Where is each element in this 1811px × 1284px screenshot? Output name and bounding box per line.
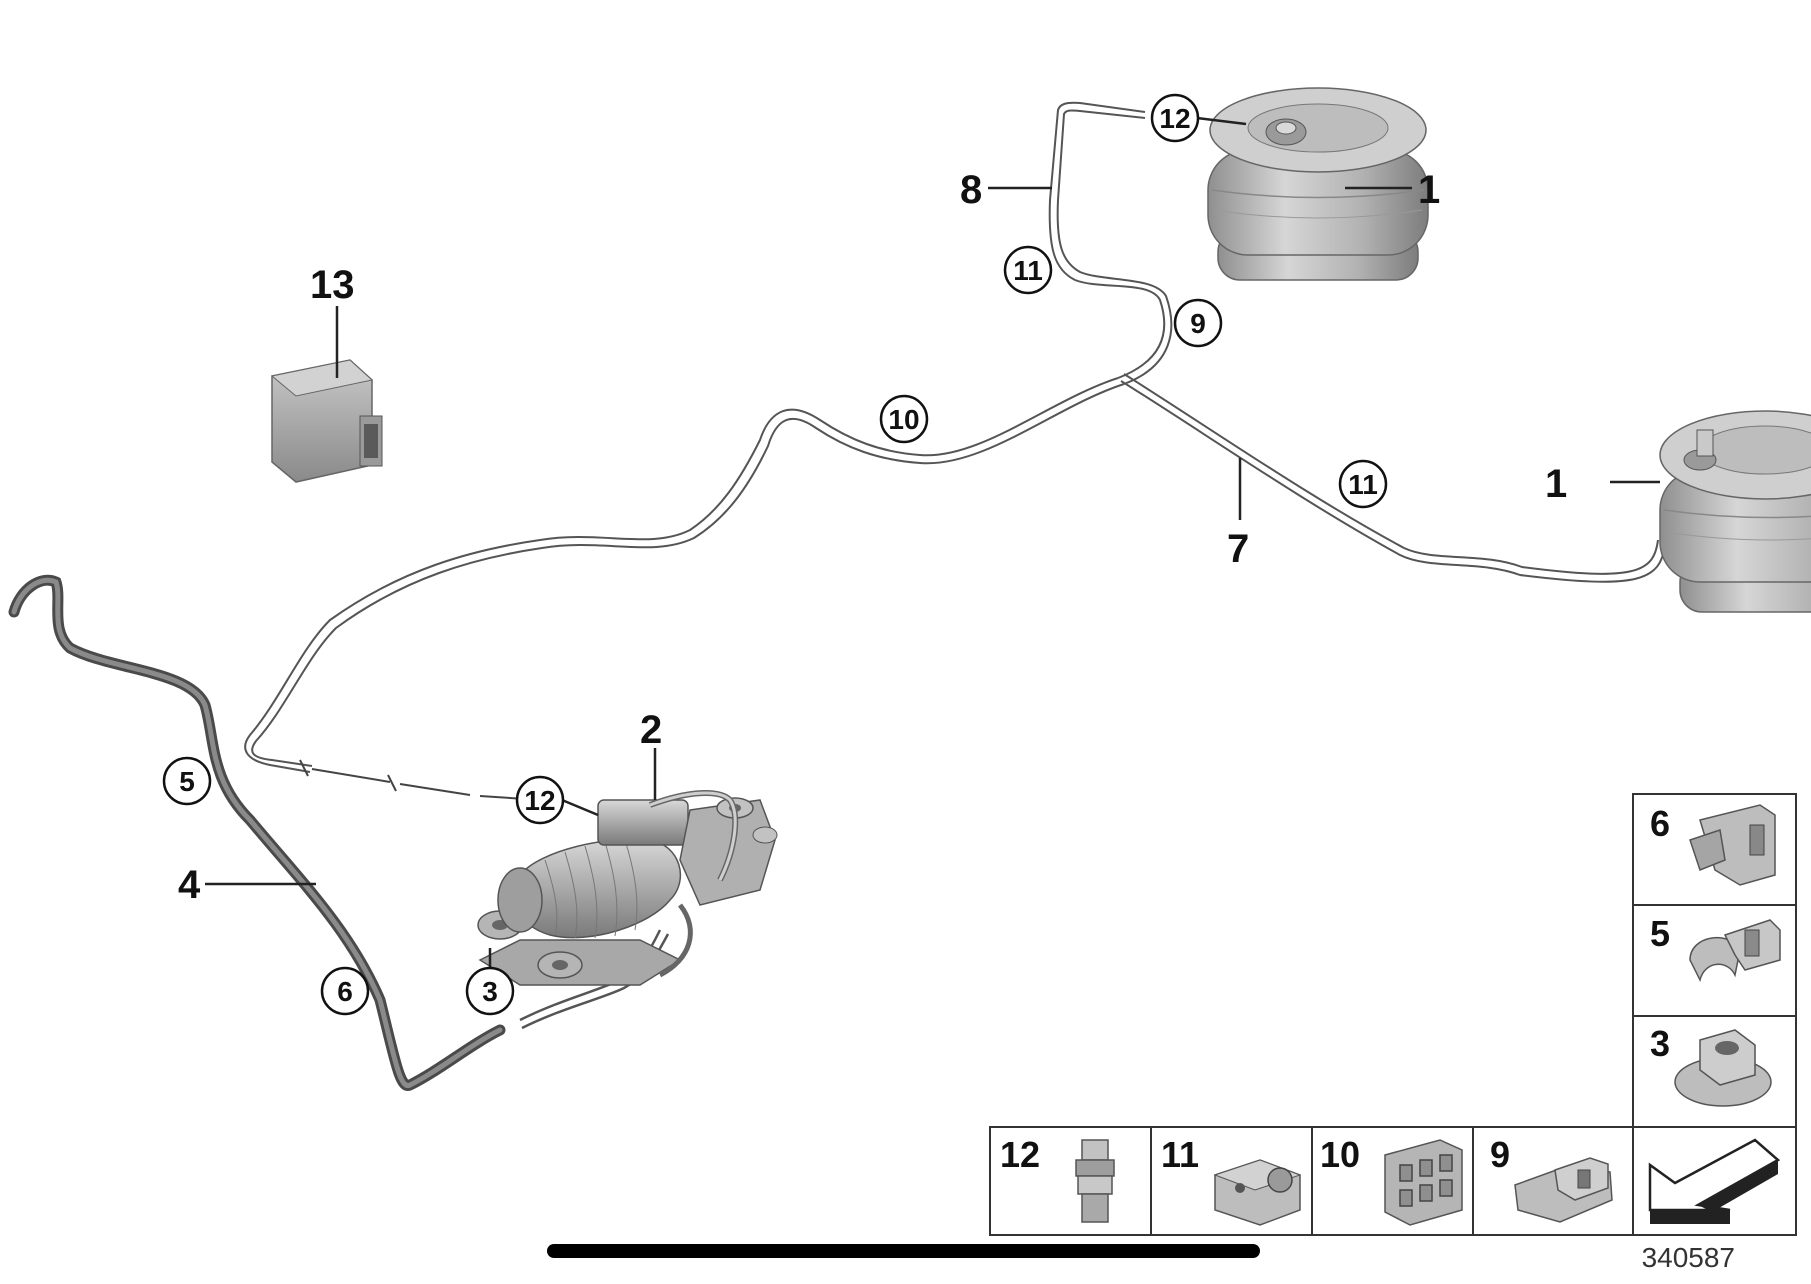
direction-arrow-icon [1648,1138,1781,1224]
legend-cell-9: 9 [1490,1134,1613,1223]
svg-text:3: 3 [1650,1023,1670,1064]
air-line-8 [1048,101,1173,385]
air-line-7 [1120,373,1666,583]
label-air-spring-lower: 1 [1545,462,1567,506]
callout-10: 10 [879,394,929,444]
leader-lines [205,116,1660,975]
label-line-7: 7 [1227,527,1249,571]
svg-text:6: 6 [337,976,353,1007]
diagram-number: 340587 [1642,1242,1735,1273]
legend-cell-11: 11 [1161,1134,1302,1226]
callout-11-a: 11 [1003,245,1053,295]
svg-text:12: 12 [1000,1134,1040,1175]
callout-3: 3 [465,966,515,1016]
svg-text:11: 11 [1348,469,1378,500]
svg-text:9: 9 [1490,1134,1510,1175]
svg-text:9: 9 [1190,308,1206,339]
callout-5: 5 [162,756,212,806]
svg-text:10: 10 [888,404,919,435]
compressor [477,790,778,986]
callout-12-compressor: 12 [515,775,565,825]
legend-cell-5: 5 [1650,913,1781,983]
svg-text:5: 5 [1650,913,1670,954]
callout-11-b: 11 [1338,459,1388,509]
air-line-compressor [299,759,541,801]
label-line-8: 8 [960,168,982,212]
legend-cell-10: 10 [1320,1134,1463,1226]
label-control-unit: 13 [310,263,355,307]
air-line-main [244,377,1125,773]
svg-text:12: 12 [524,785,555,816]
legend-cell-12: 12 [1000,1134,1115,1223]
svg-text:11: 11 [1013,255,1043,286]
svg-text:12: 12 [1159,103,1190,134]
legend-cell-6: 6 [1650,803,1776,886]
air-spring-lower [1659,410,1811,613]
callout-6: 6 [320,966,370,1016]
svg-text:10: 10 [1320,1134,1360,1175]
label-air-spring-upper: 1 [1418,168,1440,212]
air-spring-upper [1207,87,1429,281]
callout-9: 9 [1173,298,1223,348]
home-indicator-bar[interactable] [547,1244,1260,1258]
svg-text:6: 6 [1650,803,1670,844]
svg-text:3: 3 [482,976,498,1007]
label-intake-hose: 4 [178,863,201,907]
svg-text:5: 5 [179,766,195,797]
callout-12-top: 12 [1150,93,1200,143]
legend-cell-3: 3 [1650,1023,1772,1107]
svg-text:11: 11 [1161,1134,1199,1175]
label-compressor: 2 [640,708,662,752]
intake-hose [8,574,506,1091]
control-unit [270,359,383,483]
